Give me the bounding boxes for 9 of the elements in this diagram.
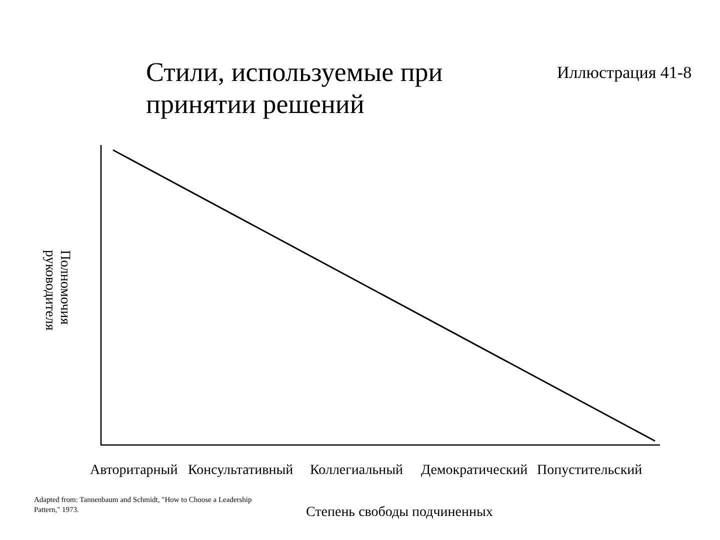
x-axis-label: Степень свободы подчиненных: [306, 505, 493, 521]
category-label: Коллегиальный: [310, 463, 403, 479]
category-label: Попустительский: [537, 463, 642, 479]
y-axis-label: Полномочия руководителя: [42, 250, 72, 332]
slide-title: Стили, используемые при принятии решений: [146, 56, 444, 120]
category-label: Консультативный: [188, 463, 294, 479]
category-label: Авторитарный: [90, 463, 178, 479]
category-label: Демократический: [421, 463, 528, 479]
figure-number: Иллюстрация 41-8: [557, 62, 693, 83]
